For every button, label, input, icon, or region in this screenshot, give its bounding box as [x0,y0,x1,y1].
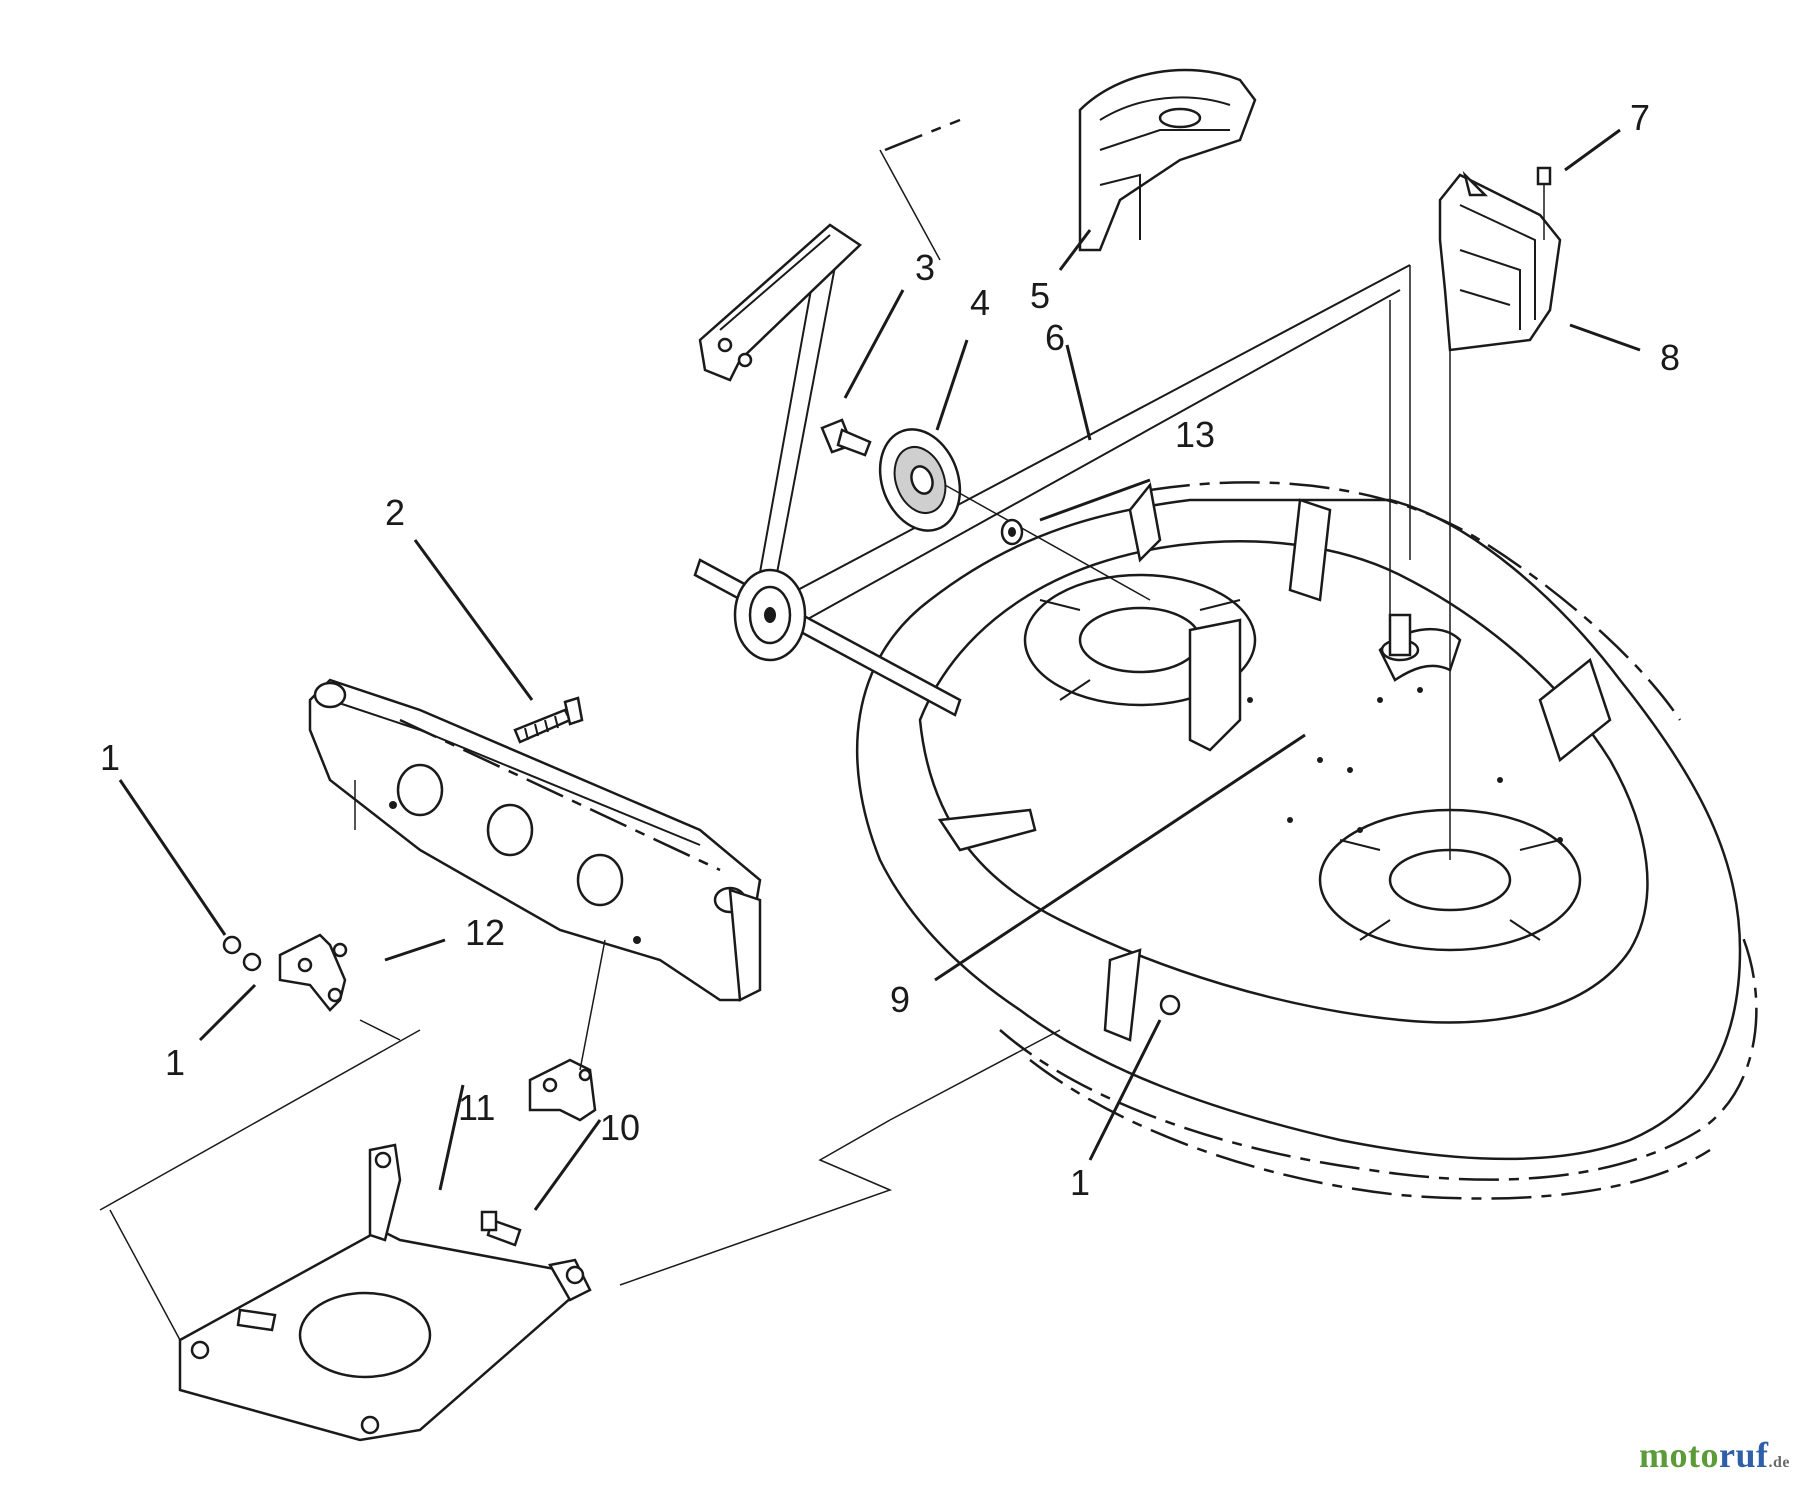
callout-1a: 1 [100,737,120,778]
lower-bracket [528,1058,597,1122]
part-5-deflector [1078,68,1257,252]
callout-13: 13 [1175,414,1215,455]
callout-8: 8 [1660,337,1680,378]
callout-9: 9 [890,979,910,1020]
watermark-logo: motoruf.de [1639,1434,1790,1476]
deck-hanger-bar [308,678,762,1002]
callout-12: 12 [465,912,505,953]
part-12-bracket [278,933,348,1012]
callout-10: 10 [600,1107,640,1148]
callout-leaders [118,128,1641,1211]
callout-6: 6 [1045,317,1065,358]
upper-linkage-bracket [698,223,862,382]
part-1-nuts [222,935,1181,1016]
mower-deck [855,481,1758,1200]
part-10-bolt [480,1210,522,1247]
callout-1c: 1 [1070,1162,1090,1203]
watermark-part-b: ruf [1719,1435,1769,1475]
part-2-bolt [513,696,584,744]
callout-1b: 1 [165,1042,185,1083]
callout-5: 5 [1030,275,1050,316]
watermark-part-c: .de [1768,1454,1790,1471]
watermark-part-a: moto [1639,1435,1719,1475]
part-4-idler-pulley [878,428,1151,601]
callout-11: 11 [458,1087,495,1128]
part-8-deflector [1438,166,1562,352]
callout-4: 4 [970,282,990,323]
drive-pulley [733,568,807,662]
part-13-washer [1000,518,1024,546]
callout-3: 3 [915,247,935,288]
part-11-support-plate [178,1143,592,1442]
assembly-lines [99,265,1451,1341]
callout-2: 2 [385,492,405,533]
callout-7: 7 [1630,97,1650,138]
part-7-screw [1536,166,1552,186]
callout-labels: 1 1 1 2 3 4 5 6 7 8 9 10 11 12 13 [100,97,1680,1203]
part-3-shoulder-bolt [820,418,872,457]
